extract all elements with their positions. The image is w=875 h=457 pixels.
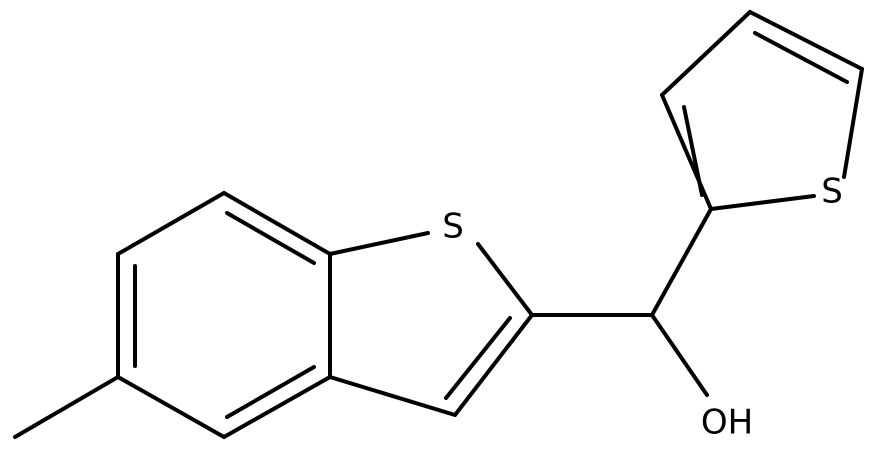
bond-thienyl-c4-c5-inner	[753, 31, 849, 84]
sulfur-atom-label: S	[442, 207, 464, 247]
bond-ch-thienyl	[650, 207, 713, 317]
bond-c3-c3a	[328, 375, 457, 417]
bond-benzene-inner-3	[225, 365, 316, 419]
bond-thienyl-c5-s	[842, 67, 864, 179]
bond-benzene-c7-c7a	[222, 191, 332, 256]
bond-benzene-c3a-c4	[222, 375, 332, 439]
bond-thienyl-c3-c4	[660, 10, 752, 97]
bond-s1-c2	[476, 242, 534, 317]
bond-benzene-inner-2	[225, 211, 316, 265]
bond-thienyl-s-c2	[709, 194, 816, 211]
bond-thienyl-c2-c3-inner	[682, 105, 704, 197]
bond-methyl	[13, 375, 120, 439]
bond-ch-oh	[650, 313, 709, 397]
sulfur-atom-label: S	[821, 172, 843, 212]
bond-benzene-c6-c7	[116, 191, 226, 256]
bond-thienyl-c4-c5	[748, 10, 864, 71]
bond-c2-c3-inner	[444, 316, 512, 400]
hydroxyl-label: OH	[701, 403, 753, 443]
bond-benzene-c4-c5	[116, 375, 226, 439]
bond-c2-c3	[453, 313, 534, 417]
bond-c7a-s1	[328, 231, 430, 256]
